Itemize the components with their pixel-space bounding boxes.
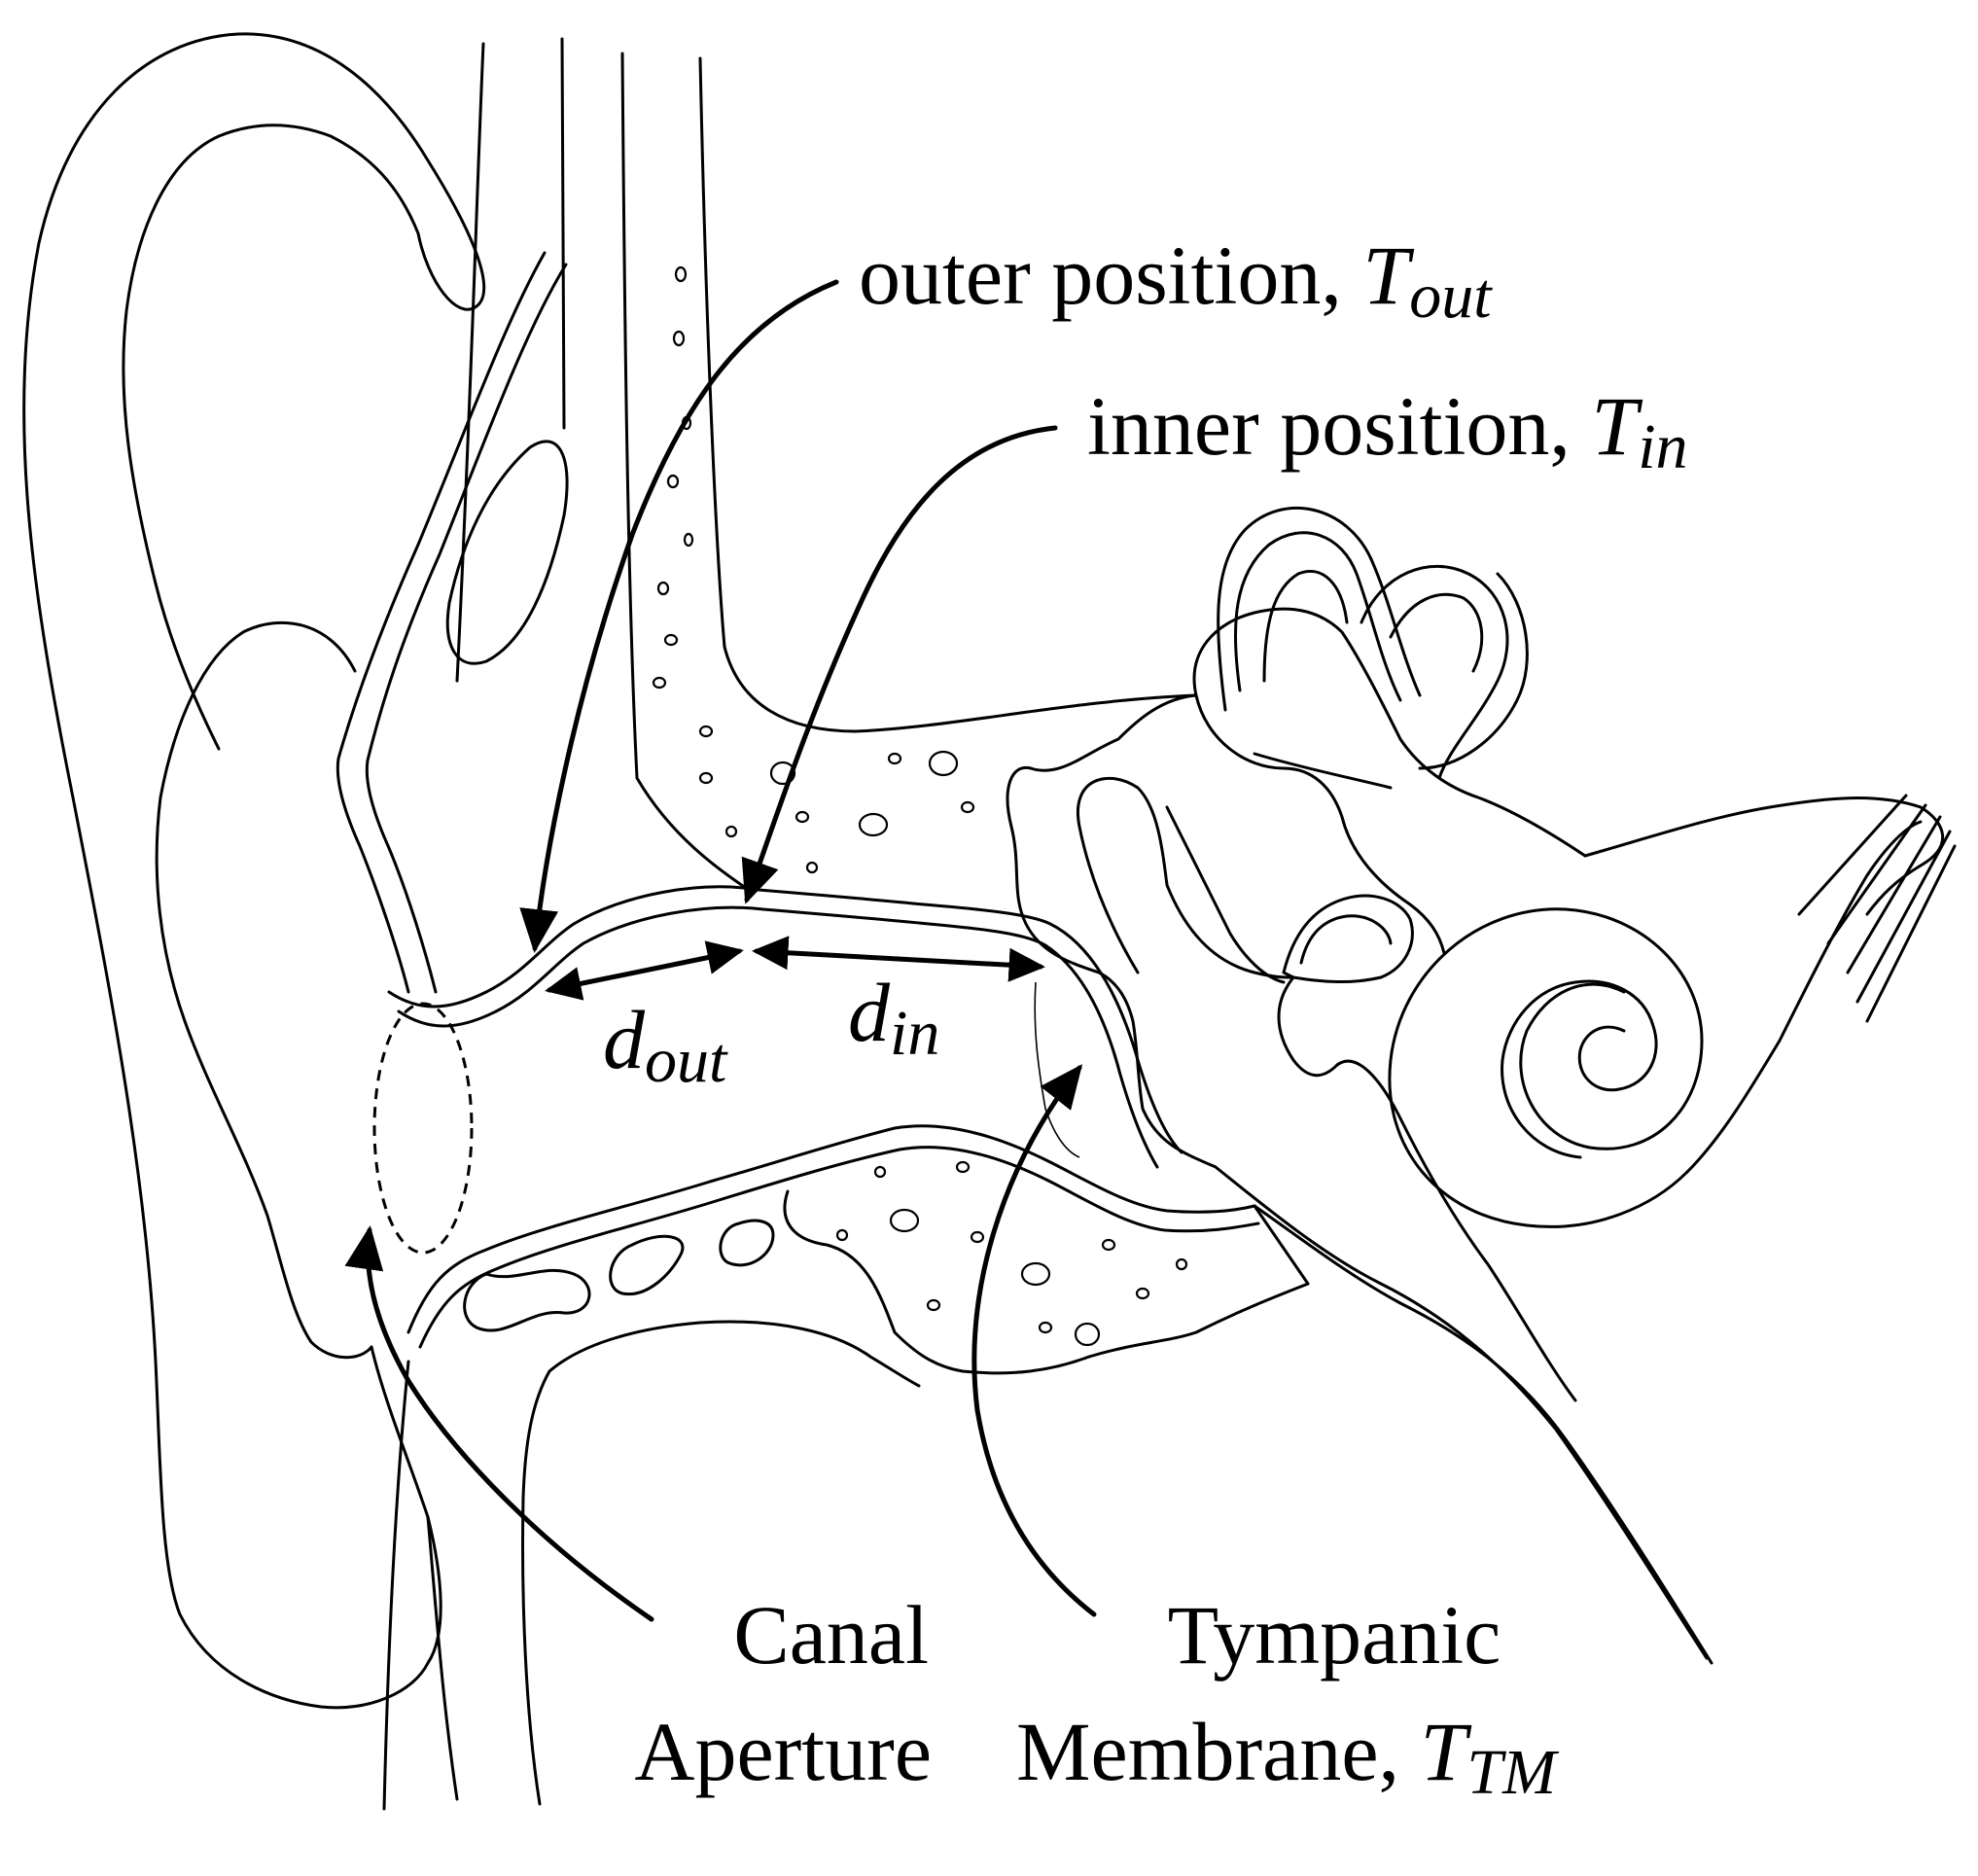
canal-aperture-arrow <box>344 1225 654 1622</box>
tympanic-membrane-arrow <box>971 1064 1097 1617</box>
canal-aperture-outline <box>372 1002 474 1255</box>
middle-ear <box>1006 693 1713 1665</box>
tympanic-membrane-label-line2: Membrane, TTM <box>1016 1705 1560 1808</box>
outer-position-label: outer position, Tout <box>859 229 1493 332</box>
outer-position-arrow <box>519 279 839 953</box>
d-out-label: dout <box>603 993 728 1096</box>
canal-aperture-label-line1: Canal <box>733 1588 929 1681</box>
d-in-double-arrow <box>752 936 1045 982</box>
ear-canal <box>387 885 1260 1349</box>
semicircular-canals <box>1192 507 1587 955</box>
d-out-double-arrow <box>545 940 744 1001</box>
canal-aperture-label-line2: Aperture <box>634 1705 932 1798</box>
inner-position-label: inner position, Tin <box>1087 379 1688 482</box>
bone-walls <box>336 37 1198 994</box>
tympanic-membrane-label-line1: Tympanic <box>1168 1588 1501 1681</box>
inner-position-arrow <box>741 425 1058 904</box>
cochlea <box>1388 794 1957 1228</box>
lower-bone <box>382 1189 1310 1811</box>
d-in-label: din <box>848 966 939 1069</box>
